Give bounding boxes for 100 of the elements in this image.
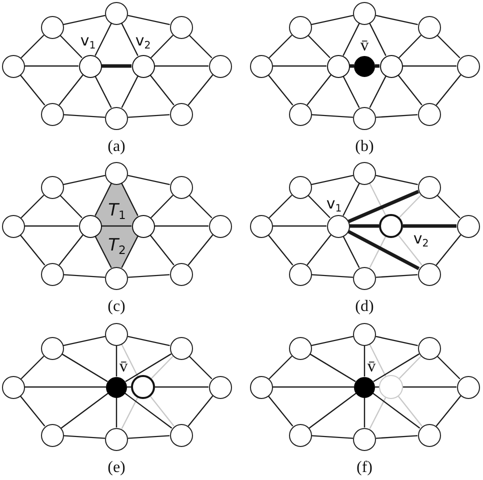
edge-line <box>376 274 418 278</box>
edge-line <box>306 234 332 266</box>
vertex-circle <box>78 214 102 238</box>
edge-line <box>348 190 420 224</box>
edge-line <box>188 194 212 218</box>
vertex-circle <box>288 262 312 286</box>
edge-line <box>436 34 460 58</box>
edge-line <box>94 76 112 108</box>
edge-line <box>20 234 46 266</box>
edge-line <box>63 274 106 278</box>
edge-line <box>369 183 386 216</box>
edge-line <box>121 183 138 216</box>
vertex-circle <box>288 16 312 38</box>
vertex-circle <box>326 214 350 238</box>
edge-line <box>63 14 106 26</box>
edge-line <box>94 183 112 216</box>
edge-line <box>150 234 174 266</box>
vertex-circle <box>2 214 24 238</box>
edge-line <box>364 346 366 376</box>
edge-line <box>128 114 170 118</box>
edge-line <box>121 23 138 56</box>
vertex-label: v$_{1}$ <box>80 34 96 48</box>
filled-vertex-dot <box>354 376 375 398</box>
edge-line <box>24 225 78 227</box>
edge-line <box>63 336 106 346</box>
vertex-label: v$_{1}$ <box>326 196 342 212</box>
edge-line <box>347 230 420 270</box>
edge-line <box>398 74 422 106</box>
vertex-circle <box>418 336 440 360</box>
edge-line <box>121 397 138 430</box>
vertex-circle <box>208 376 232 398</box>
edge-line <box>306 74 332 106</box>
vertex-circle <box>353 322 376 346</box>
edge-line <box>311 14 354 26</box>
edge-line <box>308 34 330 58</box>
edge-line <box>124 392 172 429</box>
vertex-circle <box>326 54 350 78</box>
vertex-circle <box>288 336 312 360</box>
edge-line <box>268 34 292 58</box>
edge-line <box>20 356 44 380</box>
triangle-label: T$_{1}$ <box>108 202 126 220</box>
vertex-circle <box>353 266 376 290</box>
edge-line <box>188 74 214 106</box>
vertex-circle <box>78 54 102 78</box>
edge-line <box>376 174 418 186</box>
edge-line <box>20 396 46 426</box>
edge-line <box>272 386 354 388</box>
subfigure-caption: (b) <box>355 139 374 155</box>
vertex-circle <box>353 106 376 130</box>
vertex-label: v̄ <box>119 358 128 374</box>
edge-line <box>20 74 46 106</box>
edge-line <box>342 23 360 56</box>
edge-line <box>63 435 106 439</box>
vertex-circle <box>40 102 64 126</box>
vertex-circle <box>353 428 376 450</box>
edge-line <box>188 34 212 58</box>
subfigure-caption: (e) <box>108 460 126 476</box>
vertex-circle <box>170 262 192 286</box>
edge-line <box>268 396 294 426</box>
edge-line <box>402 65 456 67</box>
edge-line <box>62 353 108 382</box>
vertex-circle <box>170 336 192 360</box>
vertex-circle <box>105 2 128 24</box>
edge-line <box>121 344 138 377</box>
vertex-circle <box>250 376 272 398</box>
vertex-circle <box>40 336 64 360</box>
vertex-circle <box>288 176 312 198</box>
vertex-circle <box>105 162 128 184</box>
edge-line <box>20 194 44 218</box>
faded-vertex-circle <box>379 375 403 399</box>
edge-line <box>350 224 379 228</box>
edge-line <box>310 353 356 382</box>
vertex-circle <box>456 54 480 78</box>
subfigure-caption: (d) <box>355 299 374 315</box>
edge-line <box>436 396 462 426</box>
edge-line <box>268 356 292 380</box>
edge-line <box>268 194 292 218</box>
edge-line <box>398 356 422 379</box>
edge-line <box>398 235 422 266</box>
edge-line <box>125 353 172 382</box>
vertex-circle <box>418 176 440 198</box>
edge-line <box>188 356 212 380</box>
edge-line <box>369 236 386 268</box>
edge-line <box>376 114 418 118</box>
edge-line <box>376 336 418 346</box>
edge-line <box>376 435 418 439</box>
edge-line <box>102 225 132 227</box>
vertex-circle <box>353 2 376 24</box>
vertex-circle <box>418 424 440 446</box>
edge-line <box>272 65 326 67</box>
vertex-circle <box>456 214 480 238</box>
edge-line <box>398 396 422 426</box>
edge-line <box>436 234 462 266</box>
vertex-circle <box>170 102 192 126</box>
edge-line <box>272 225 326 227</box>
edge-line <box>154 65 208 67</box>
edge-line <box>128 174 170 186</box>
edge-line <box>60 34 82 58</box>
edge-line <box>369 76 386 108</box>
vertex-circle <box>40 176 64 198</box>
